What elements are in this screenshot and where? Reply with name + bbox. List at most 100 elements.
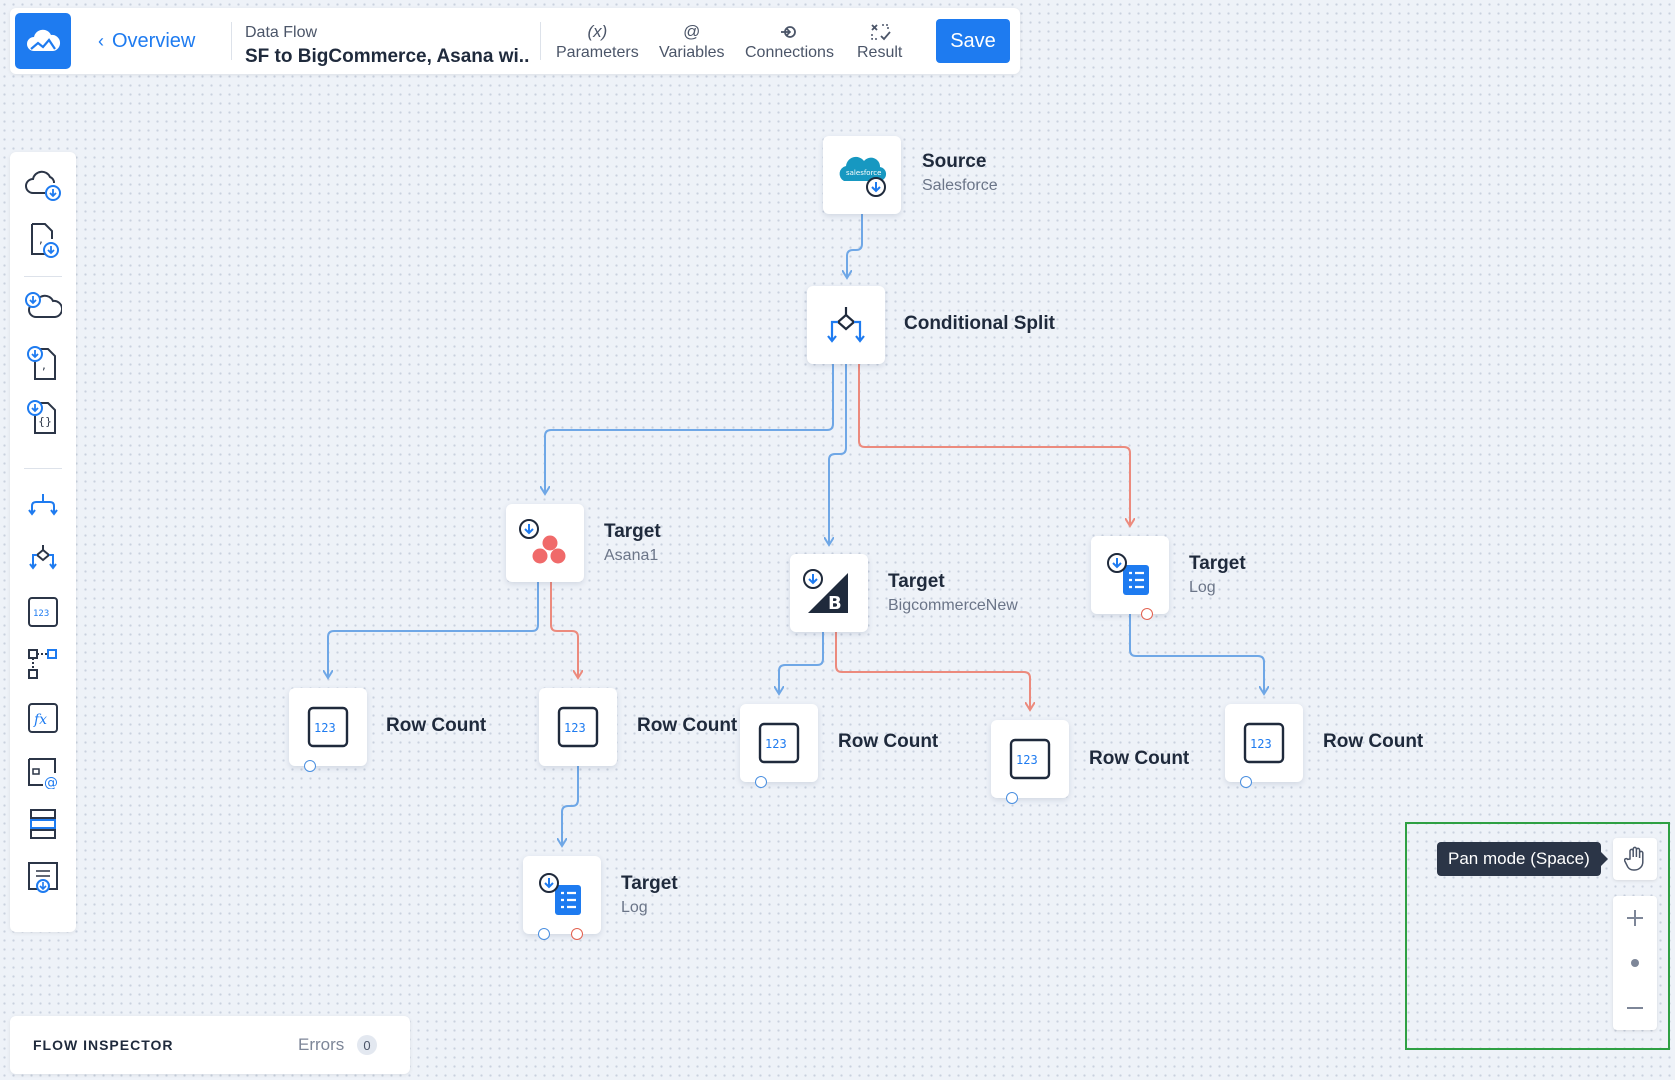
row-count-icon: 123 [1009, 738, 1051, 780]
bigcommerce-node-subtitle: BigcommerceNew [888, 597, 1018, 614]
parameters-button[interactable]: (x) Parameters [556, 20, 639, 62]
asana-node-subtitle: Asana1 [604, 547, 659, 564]
zoom-out-button[interactable] [1613, 988, 1657, 1028]
edge-asana-to-rowcount1 [328, 582, 539, 678]
target-bigcommerce-node[interactable]: B [790, 554, 868, 632]
svg-text:123: 123 [33, 609, 49, 619]
parameters-label: Parameters [556, 44, 639, 61]
log-node-subtitle: Log [1189, 579, 1216, 596]
variable-icon[interactable]: @ [23, 752, 63, 792]
zoom-reset-button[interactable] [1613, 943, 1657, 983]
expression-icon[interactable]: fx [23, 698, 63, 738]
conditional-split-icon [827, 307, 865, 343]
flow-kind-label: Data Flow [245, 24, 318, 41]
dot-icon [1631, 958, 1639, 967]
edge-log-to-rowcount5 [1129, 614, 1264, 694]
target-file-icon[interactable]: , [23, 344, 63, 384]
row-count-output-port[interactable] [755, 776, 767, 788]
row-count-title: Row Count [637, 715, 738, 736]
row-count-output-port[interactable] [1240, 776, 1252, 788]
edge-asana-error-to-rowcount2 [550, 582, 578, 678]
edge-split-error-to-log [858, 364, 1130, 526]
target-log-node[interactable] [1091, 536, 1169, 620]
target-json-icon[interactable]: {} [23, 398, 63, 438]
bigcommerce-icon: B [803, 569, 848, 614]
connections-label: Connections [745, 44, 834, 61]
svg-text:@: @ [44, 775, 58, 789]
source-node-title: Source [922, 151, 987, 172]
cloud-logo-icon [27, 29, 61, 51]
flow-name[interactable]: SF to BigCommerce, Asana wi... [245, 46, 530, 67]
edge-source-to-split [847, 214, 863, 278]
row-count-node[interactable]: 123 [539, 688, 617, 766]
row-count-icon[interactable]: 123 [23, 592, 63, 632]
log-error-port[interactable] [571, 928, 583, 940]
conditional-split-icon[interactable] [23, 538, 63, 578]
target-log-node[interactable] [523, 856, 601, 940]
row-count-title: Row Count [838, 731, 939, 752]
row-count-node[interactable]: 123 [740, 704, 818, 788]
edge-bigcommerce-to-rowcount3 [779, 632, 824, 694]
row-count-icon: 123 [758, 722, 800, 764]
row-count-output-port[interactable] [1006, 792, 1018, 804]
log-node-subtitle: Log [621, 899, 648, 916]
pan-mode-tooltip: Pan mode (Space) [1437, 842, 1608, 876]
errors-count-badge: 0 [357, 1035, 377, 1055]
source-cloud-icon[interactable] [23, 166, 63, 206]
row-count-node[interactable]: 123 [1225, 704, 1303, 788]
save-button[interactable]: Save [936, 19, 1010, 63]
svg-text:123: 123 [765, 737, 787, 751]
variables-button[interactable]: @ Variables [659, 20, 725, 62]
back-to-overview-link[interactable]: ‹ Overview [98, 30, 195, 53]
target-cloud-icon[interactable] [23, 288, 63, 328]
target-log-icon[interactable] [23, 858, 63, 898]
log-error-port[interactable] [1141, 608, 1153, 620]
svg-text:123: 123 [1016, 753, 1038, 767]
log-node-title: Target [621, 873, 678, 894]
zoom-in-button[interactable] [1613, 898, 1657, 938]
log-output-port[interactable] [538, 928, 550, 940]
source-file-icon[interactable]: , [23, 220, 63, 260]
flow-inspector-panel[interactable]: FLOW INSPECTOR Errors 0 [10, 1016, 410, 1074]
connections-icon [779, 20, 799, 44]
app-logo-button[interactable] [15, 13, 71, 69]
row-count-output-port[interactable] [304, 760, 316, 772]
log-icon [1107, 553, 1149, 595]
salesforce-icon: salesforce [839, 156, 887, 197]
split-icon[interactable] [23, 484, 63, 524]
log-node-title: Target [1189, 553, 1246, 574]
row-count-node[interactable]: 123 [289, 688, 367, 772]
zoom-controls-highlight [1405, 822, 1670, 1050]
header-divider [540, 22, 541, 60]
result-label: Result [857, 44, 903, 61]
source-salesforce-node[interactable]: salesforce [823, 136, 901, 214]
row-count-icon: 123 [557, 706, 599, 748]
split-node-title: Conditional Split [904, 313, 1055, 334]
connections-button[interactable]: Connections [745, 20, 834, 62]
chevron-left-icon: ‹ [98, 31, 104, 51]
pan-mode-button[interactable] [1613, 838, 1657, 880]
plus-icon [1627, 910, 1643, 927]
buffer-icon[interactable] [23, 804, 63, 844]
svg-text:123: 123 [564, 721, 586, 735]
result-icon [869, 20, 891, 44]
row-count-title: Row Count [386, 715, 487, 736]
svg-text:fx: fx [33, 712, 47, 728]
asana-icon [519, 519, 566, 564]
row-count-node[interactable]: 123 [991, 720, 1069, 804]
edge-split-to-asana [545, 364, 834, 494]
target-asana-node[interactable] [506, 504, 584, 582]
log-icon [539, 873, 581, 915]
conditional-split-node[interactable] [807, 286, 885, 364]
lookup-icon[interactable] [23, 644, 63, 684]
flow-inspector-title: FLOW INSPECTOR [33, 1037, 174, 1053]
result-button[interactable]: Result [857, 20, 902, 62]
variables-icon: @ [683, 22, 701, 41]
edge-split-to-bigcommerce [829, 364, 847, 545]
svg-text:B: B [828, 593, 842, 614]
header-divider [231, 22, 232, 60]
variables-label: Variables [659, 44, 725, 61]
component-toolbar: , , {} 123 fx @ [10, 152, 76, 932]
back-link-label: Overview [112, 30, 196, 52]
